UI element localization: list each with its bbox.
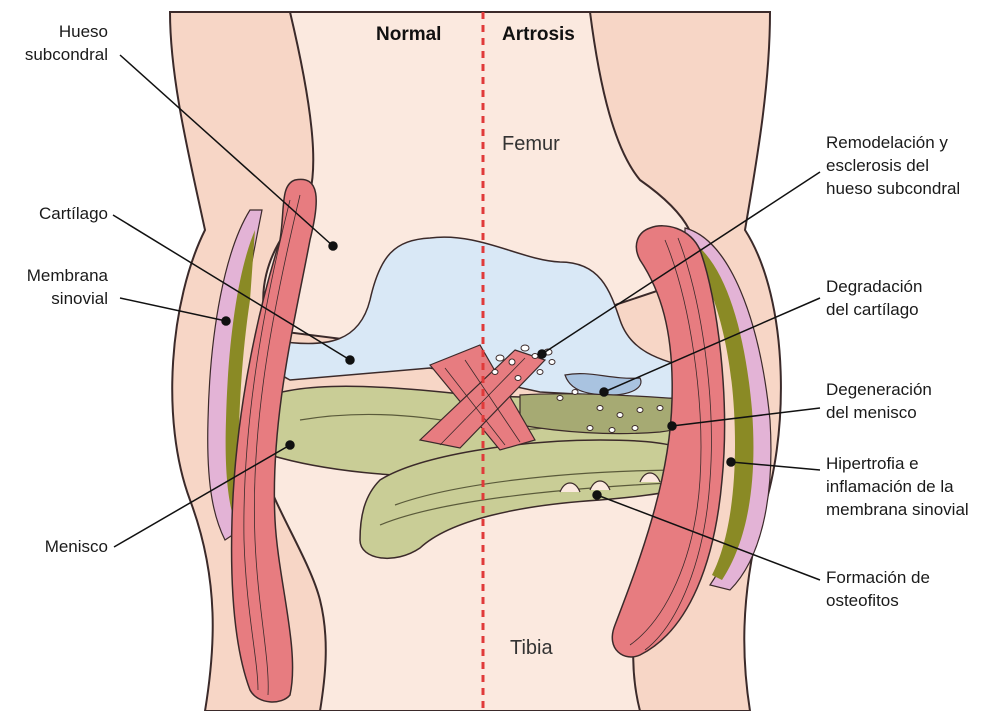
label-tibia: Tibia — [510, 637, 553, 660]
label-remodelacion: Remodelación y esclerosis del hueso subc… — [826, 131, 960, 200]
label-hueso-subcondral: Hueso subcondral — [25, 20, 108, 66]
label-degradacion: Degradación del cartílago — [826, 275, 922, 321]
header-artrosis: Artrosis — [502, 24, 575, 46]
label-membrana-sinovial: Membrana sinovial — [27, 264, 108, 310]
label-hipertrofia: Hipertrofia e inflamación de la membrana… — [826, 452, 969, 521]
label-femur: Femur — [502, 133, 560, 156]
header-normal: Normal — [376, 24, 441, 46]
label-cartilago: Cartílago — [39, 202, 108, 225]
label-degeneracion: Degeneración del menisco — [826, 378, 932, 424]
label-osteofitos: Formación de osteofitos — [826, 566, 930, 612]
label-menisco: Menisco — [45, 535, 108, 558]
